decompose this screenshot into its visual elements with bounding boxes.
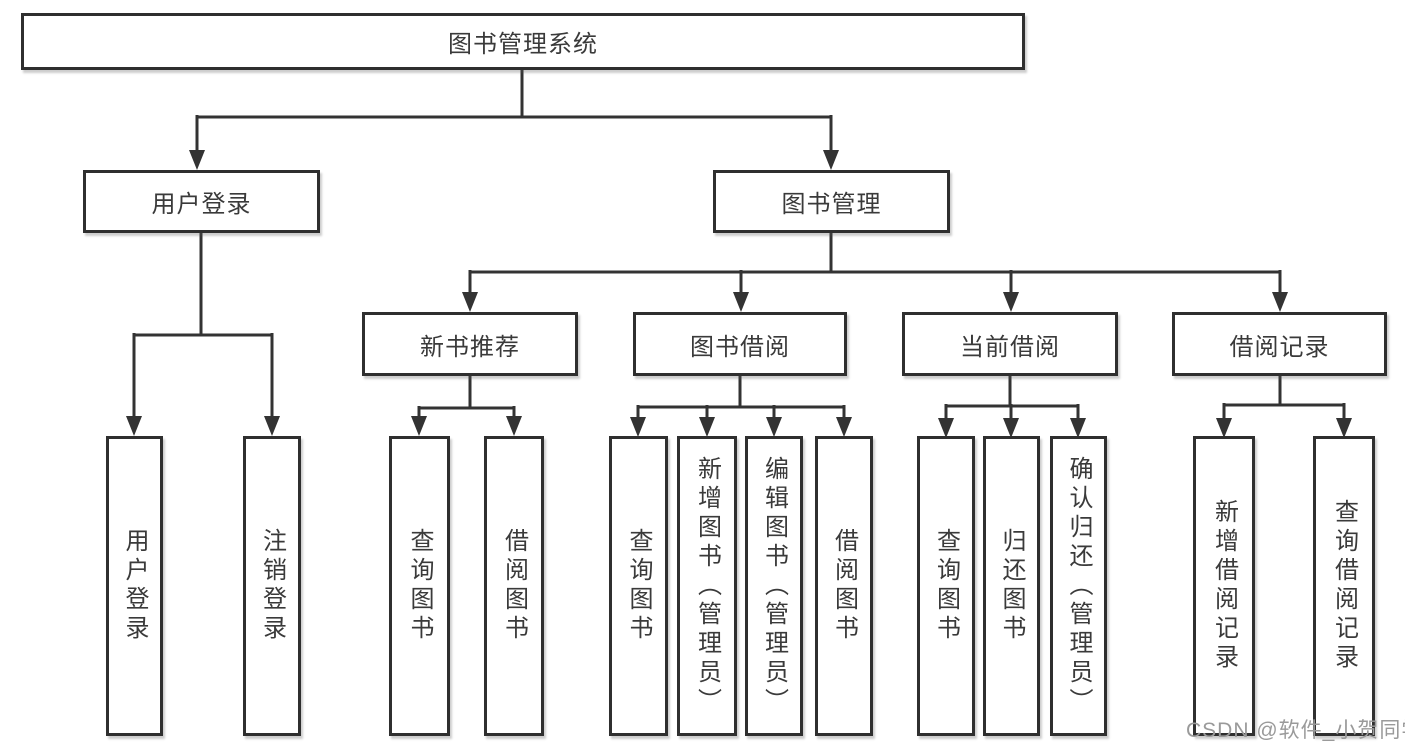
node-borrow-records-label: 借阅记录 [1229, 333, 1330, 361]
leaf-user-login-label: 用户登录 [121, 528, 148, 644]
arrowheads [126, 150, 1352, 438]
node-root: 图书管理系统 [21, 13, 1025, 70]
node-current-borrow: 当前借阅 [902, 312, 1118, 376]
node-user-login-label: 用户登录 [151, 191, 252, 218]
leaf-add-borrow-record: 新增借阅记录 [1193, 436, 1255, 736]
node-book-borrow-label: 图书借阅 [690, 333, 790, 361]
leaf-logout-label: 注销登录 [258, 528, 286, 644]
leaf-query-borrow-record: 查询借阅记录 [1313, 436, 1375, 736]
leaf-query-books-2: 查询图书 [609, 436, 668, 736]
leaf-logout: 注销登录 [243, 436, 301, 736]
leaf-add-books-admin: 新增图书（管理员） [677, 436, 737, 736]
leaf-query-books-2-label: 查询图书 [625, 528, 652, 644]
leaf-query-books-1: 查询图书 [389, 436, 450, 736]
leaf-borrow-books-1: 借阅图书 [484, 436, 544, 736]
leaf-query-borrow-record-label: 查询借阅记录 [1330, 499, 1358, 673]
leaf-confirm-return-admin: 确认归还（管理员） [1050, 436, 1107, 736]
leaf-return-books-label: 归还图书 [998, 528, 1025, 644]
node-borrow-records: 借阅记录 [1172, 312, 1387, 376]
leaf-add-borrow-record-label: 新增借阅记录 [1210, 499, 1238, 673]
leaf-borrow-books-1-label: 借阅图书 [500, 528, 528, 644]
node-user-login: 用户登录 [83, 170, 320, 233]
node-root-label: 图书管理系统 [448, 31, 598, 58]
node-new-book-recommend-label: 新书推荐 [420, 333, 520, 361]
node-book-management-label: 图书管理 [781, 191, 882, 218]
leaf-query-books-1-label: 查询图书 [406, 528, 433, 644]
node-book-management: 图书管理 [713, 170, 950, 233]
leaf-query-books-3: 查询图书 [917, 436, 975, 736]
node-new-book-recommend: 新书推荐 [362, 312, 578, 376]
leaf-edit-books-admin-label: 编辑图书（管理员） [760, 455, 788, 717]
node-book-borrow: 图书借阅 [633, 312, 847, 376]
node-current-borrow-label: 当前借阅 [960, 333, 1060, 361]
csdn-watermark: CSDN @软件_小贺同学 [1186, 719, 1405, 742]
leaf-edit-books-admin: 编辑图书（管理员） [745, 436, 803, 736]
leaf-return-books: 归还图书 [983, 436, 1040, 736]
leaf-borrow-books-2: 借阅图书 [815, 436, 873, 736]
leaf-confirm-return-admin-label: 确认归还（管理员） [1065, 455, 1092, 717]
leaf-query-books-3-label: 查询图书 [932, 528, 960, 644]
leaf-add-books-admin-label: 新增图书（管理员） [693, 455, 721, 717]
leaf-borrow-books-2-label: 借阅图书 [830, 528, 858, 644]
leaf-user-login: 用户登录 [106, 436, 163, 736]
